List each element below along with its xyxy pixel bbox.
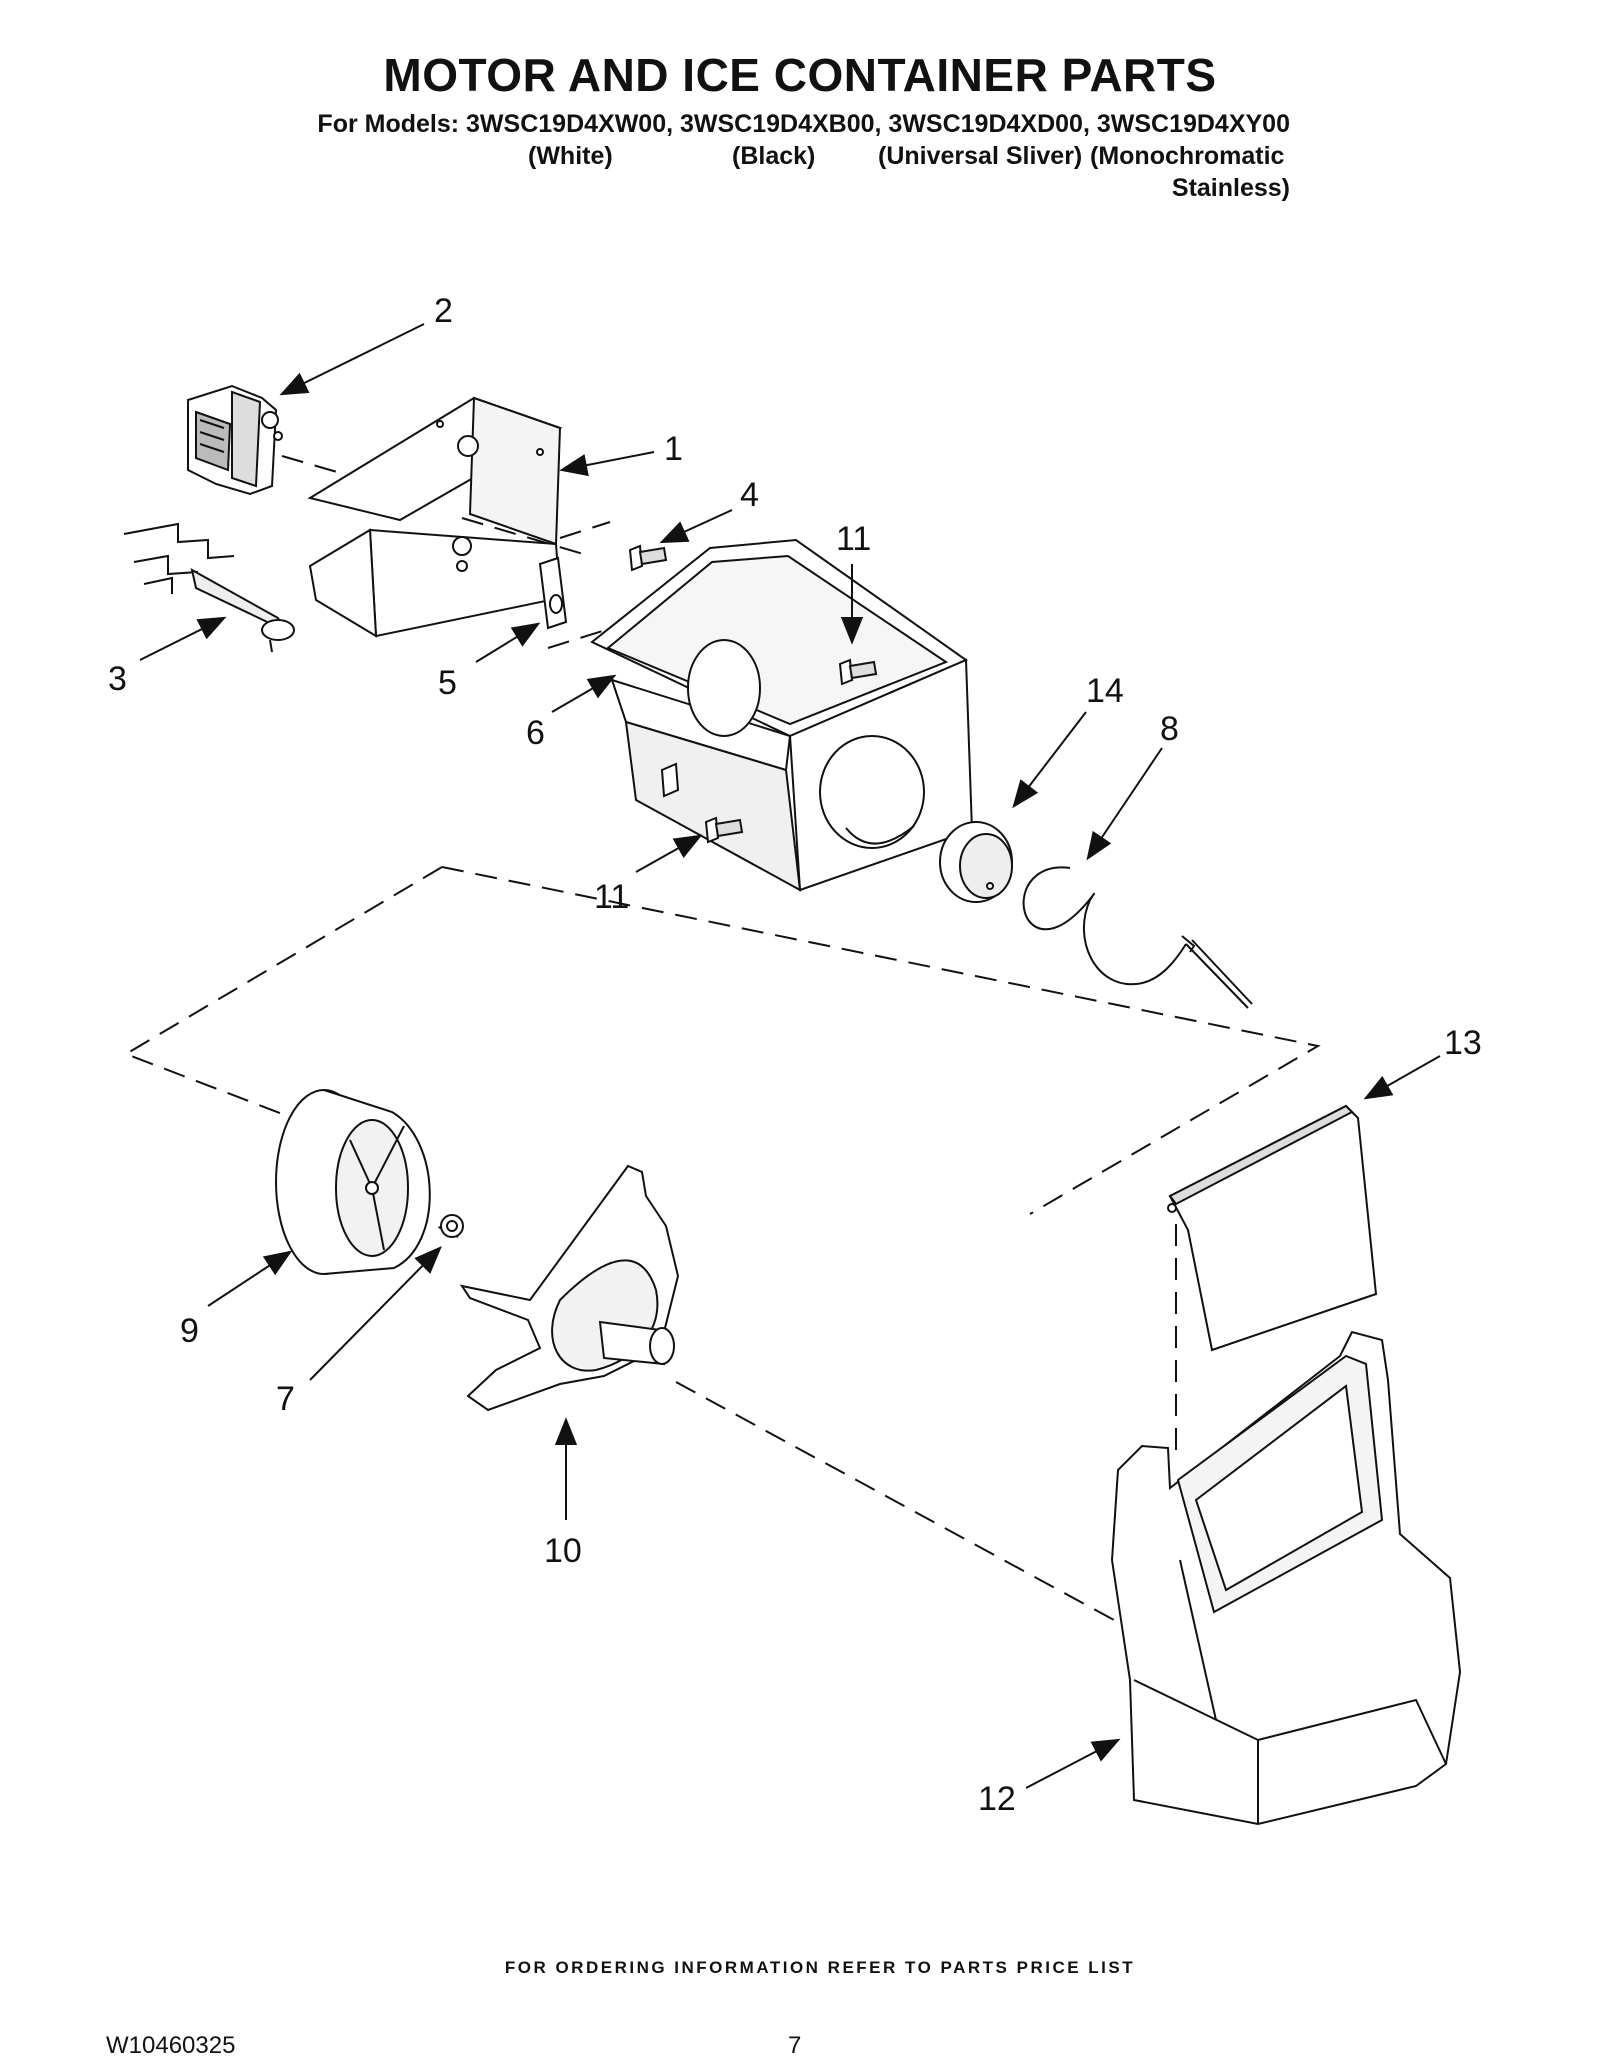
- screw-part-11: [704, 658, 878, 844]
- variant-stainless: Stainless): [1171, 174, 1290, 202]
- variant-white: (White): [528, 142, 613, 170]
- front-cover-part: [1110, 1330, 1462, 1826]
- ice-container-part: [590, 538, 974, 892]
- motor-part: [187, 384, 283, 496]
- callout-8: 8: [1160, 710, 1179, 748]
- page-number: 7: [788, 2032, 802, 2059]
- callout-3: 3: [108, 660, 127, 698]
- variant-black: (Black): [732, 142, 816, 170]
- callout-10: 10: [544, 1532, 582, 1570]
- variant-monochromatic: (Monochromatic: [1090, 142, 1285, 170]
- motor-bracket-part: [307, 396, 563, 638]
- ordering-note: FOR ORDERING INFORMATION REFER TO PARTS …: [504, 1958, 1136, 1977]
- callout-7: 7: [276, 1380, 295, 1418]
- callout-11a: 11: [836, 520, 871, 558]
- callout-9: 9: [180, 1312, 199, 1350]
- callout-labels: 1 2 3 4 5 6 11 14 8 11 13 9 7 10 12: [108, 292, 1482, 1818]
- screw-part-4: [628, 544, 668, 572]
- model-variants: (White) (Black) (Universal Sliver) (Mono…: [0, 140, 1290, 204]
- door-part: [1167, 1104, 1378, 1352]
- model-list: For Models: 3WSC19D4XW00, 3WSC19D4XB00, …: [0, 108, 1290, 204]
- harness-part: [123, 522, 295, 653]
- document-number: W10460325: [106, 2032, 236, 2059]
- callout-13: 13: [1444, 1024, 1482, 1062]
- model-numbers: For Models: 3WSC19D4XW00, 3WSC19D4XB00, …: [317, 110, 1290, 138]
- callout-4: 4: [740, 476, 759, 514]
- auger-drum-part: [275, 1089, 431, 1275]
- clip-part: [538, 556, 568, 630]
- auger-mount-part: [459, 1164, 680, 1412]
- callout-6: 6: [526, 714, 545, 752]
- callout-5: 5: [438, 664, 457, 702]
- heater-wire-part: [1022, 866, 1253, 1009]
- bushing-part: [939, 821, 1013, 903]
- nut-part: [440, 1214, 464, 1238]
- page-title: MOTOR AND ICE CONTAINER PARTS: [383, 49, 1217, 101]
- variant-universal-silver: (Universal Sliver): [878, 142, 1083, 170]
- callout-leaders: [139, 323, 1441, 1789]
- callout-11b: 11: [594, 878, 629, 916]
- callout-12: 12: [978, 1780, 1016, 1818]
- callout-1: 1: [664, 430, 683, 468]
- callout-2: 2: [434, 292, 453, 330]
- callout-14: 14: [1086, 672, 1124, 710]
